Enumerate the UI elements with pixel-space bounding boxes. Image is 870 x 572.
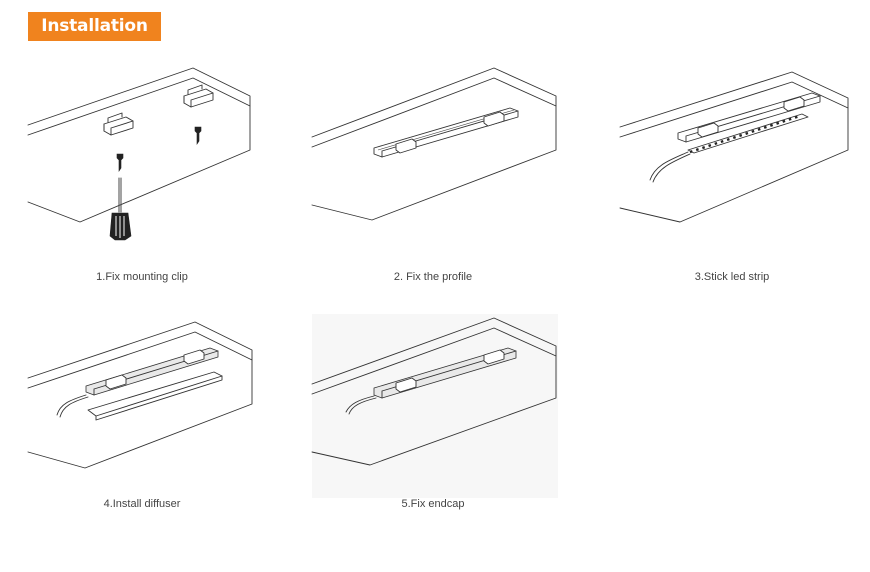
mounting-clip — [183, 84, 214, 108]
step-4-caption: 4.Install diffuser — [103, 498, 181, 510]
endcap — [483, 349, 505, 365]
mounting-clip — [783, 96, 805, 112]
mounting-clip — [395, 138, 417, 154]
step-2-caption: 2. Fix the profile — [393, 271, 473, 283]
power-cable — [56, 394, 89, 418]
mounting-clip — [103, 112, 134, 136]
screwdriver-icon — [109, 177, 132, 241]
ceiling-surface — [27, 321, 253, 469]
screw-icon — [116, 153, 124, 172]
step-1-caption: 1.Fix mounting clip — [96, 271, 188, 283]
ceiling-surface — [27, 67, 251, 223]
screw-icon — [194, 126, 202, 145]
diffuser-cover — [87, 371, 223, 421]
step-3-caption: 3.Stick led strip — [694, 271, 770, 283]
mounting-clip — [105, 374, 127, 390]
led-strip — [687, 113, 809, 154]
ceiling-surface — [311, 67, 557, 221]
mounting-clip — [395, 377, 417, 393]
ceiling-surface — [311, 317, 557, 466]
section-title: Installation — [28, 12, 161, 41]
mounting-clip — [697, 122, 719, 138]
ceiling-surface — [619, 71, 849, 223]
mounting-clip — [483, 111, 505, 127]
step-5-caption: 5.Fix endcap — [401, 498, 465, 510]
mounting-clip — [183, 349, 205, 365]
power-cable — [345, 395, 377, 415]
power-cable — [649, 151, 691, 183]
